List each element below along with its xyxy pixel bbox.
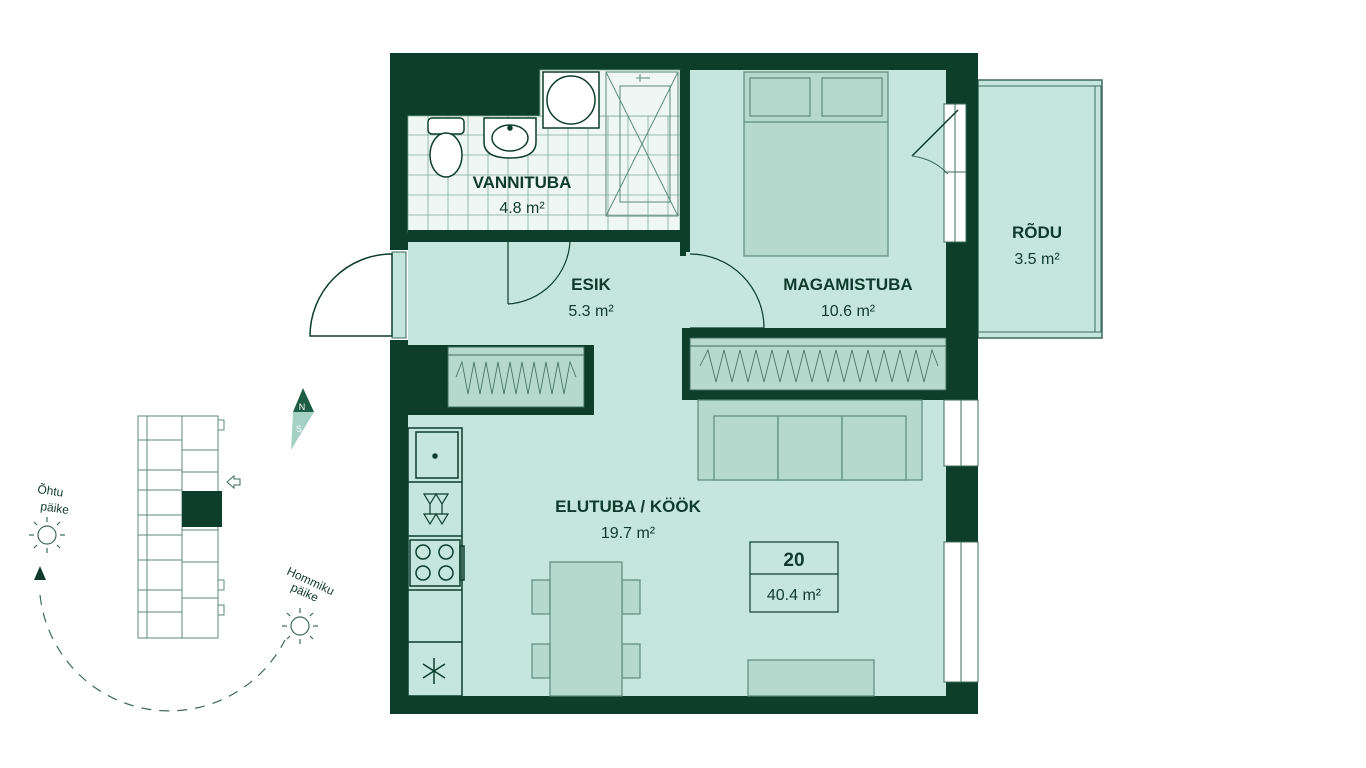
tv-bench xyxy=(747,659,875,697)
morning-sun-icon xyxy=(282,608,318,644)
hall-cabinet xyxy=(447,346,585,408)
room-name-hall: ESIK xyxy=(571,275,611,294)
apartment-label-box: 20 40.4 m² xyxy=(749,541,839,613)
freezer-icon xyxy=(422,658,446,684)
bathroom-sink-icon xyxy=(483,117,537,159)
compass-icon: N S xyxy=(291,388,314,450)
apartment-total-area: 40.4 m² xyxy=(767,587,822,604)
room-name-bedroom: MAGAMISTUBA xyxy=(783,275,912,294)
washing-machine-icon xyxy=(542,71,600,129)
apartment-plan: 20 40.4 m² VANNITUBA 4.8 m² ESIK 5.3 m² … xyxy=(309,53,1103,714)
bathroom-door xyxy=(507,237,571,305)
evening-sun-label-1: Õhtu xyxy=(37,481,65,499)
entrance-arrow-icon xyxy=(226,474,241,490)
sofa xyxy=(697,399,923,481)
room-name-living: ELUTUBA / KÖÖK xyxy=(555,497,701,516)
toilet-icon xyxy=(427,117,465,178)
room-area-hall: 5.3 m² xyxy=(568,303,614,320)
dining-table xyxy=(531,561,641,697)
bedroom-door xyxy=(686,252,765,329)
room-area-living: 19.7 m² xyxy=(601,525,656,542)
room-area-bathroom: 4.8 m² xyxy=(499,200,545,217)
balcony-floor xyxy=(977,79,1103,339)
balcony-door xyxy=(911,103,967,243)
shower-icon xyxy=(605,71,679,217)
apartment-location-marker xyxy=(182,491,222,527)
kitchen-sink-icon xyxy=(415,431,459,479)
orientation-panel: N S Õhtu päike Homm xyxy=(29,388,337,712)
evening-sun-label-2: päike xyxy=(40,499,71,517)
stove-icon xyxy=(409,539,465,587)
room-name-balcony: RÕDU xyxy=(1012,222,1062,242)
evening-sun-icon xyxy=(29,517,65,553)
compass-north-label: N xyxy=(299,402,306,412)
double-bed xyxy=(743,71,889,257)
entry-door xyxy=(309,253,393,337)
window-living-1 xyxy=(943,399,979,467)
room-area-balcony: 3.5 m² xyxy=(1014,251,1060,268)
window-living-2 xyxy=(943,541,979,683)
room-area-bedroom: 10.6 m² xyxy=(821,303,876,320)
dishwasher-icon xyxy=(422,493,450,526)
sun-path-arc xyxy=(39,594,286,712)
sun-path-arrow-icon xyxy=(34,566,46,580)
compass-south-label: S xyxy=(296,424,302,434)
room-name-bathroom: VANNITUBA xyxy=(473,173,572,192)
apartment-number: 20 xyxy=(783,550,804,571)
